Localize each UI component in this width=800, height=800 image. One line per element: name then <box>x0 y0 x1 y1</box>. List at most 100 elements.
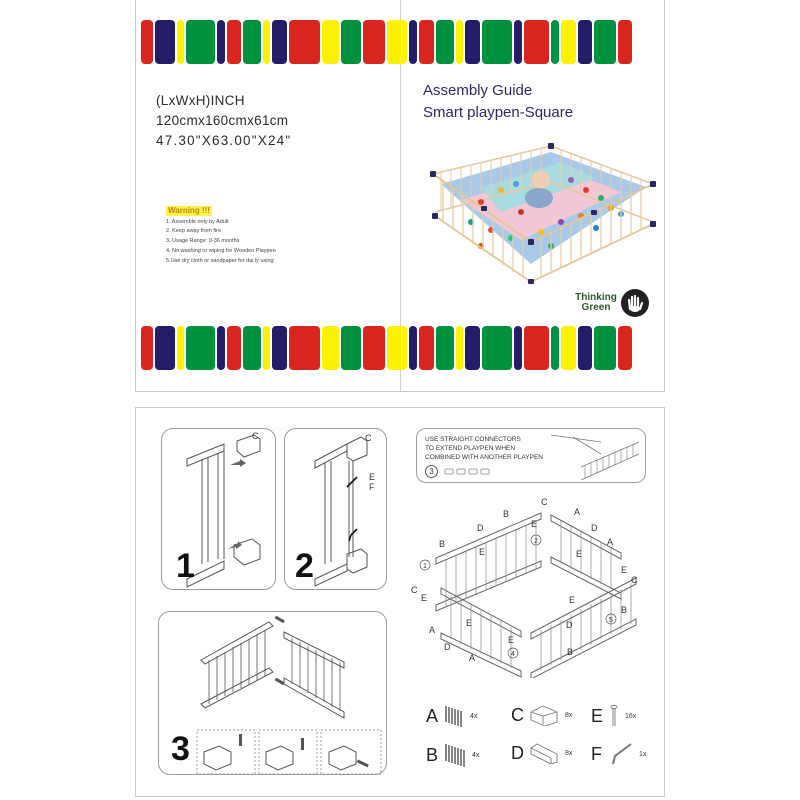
stripe-bar-navy <box>465 20 480 64</box>
corner-connector-icon <box>530 705 558 726</box>
straight-connector-note: USE STRAIGHT CONNECTORS TO EXTEND PLAYPE… <box>416 428 646 483</box>
part-qty: 4x <box>470 712 478 720</box>
svg-text:1: 1 <box>423 563 427 570</box>
stripe-bar-yellow <box>322 326 339 370</box>
stripe-bar-red <box>618 20 632 64</box>
stripe-bar-yellow <box>387 326 407 370</box>
part-qty: 16x <box>625 712 637 720</box>
part-c: C 8x <box>511 704 572 726</box>
warning-block: Warning !!! 1. Assemble only by Adult 2.… <box>166 206 276 266</box>
thinking-green-logo: Thinking Green <box>573 287 653 319</box>
stripe-bar-yellow <box>177 326 184 370</box>
svg-text:C: C <box>541 497 548 507</box>
svg-text:C: C <box>411 585 418 595</box>
step-1-panel: C 1 <box>161 428 276 590</box>
part-letter: A <box>426 705 439 726</box>
stripe-bar-red <box>227 20 241 64</box>
svg-text:E: E <box>576 549 582 559</box>
warning-item: 3. Usage Range: 0-36 months <box>166 238 240 245</box>
dimensions-block: (LxWxH)INCH 120cmx160cmx61cm 47.30"X63.0… <box>156 91 291 151</box>
svg-text:B: B <box>621 605 627 615</box>
svg-text:E: E <box>621 565 627 575</box>
extended-playpen-sketch <box>551 434 640 481</box>
stripe-bar-red <box>363 20 385 64</box>
svg-text:C: C <box>631 575 638 585</box>
logo-line1: Thinking <box>575 292 617 303</box>
logo-line2: Green <box>581 302 611 313</box>
svg-text:D: D <box>444 642 451 652</box>
stripe-bar-navy <box>409 326 417 370</box>
stripe-bar-yellow <box>322 20 339 64</box>
panel-a-icon <box>445 706 462 727</box>
svg-text:A: A <box>607 537 613 547</box>
guide-title: Assembly Guide Smart playpen-Square <box>423 80 573 124</box>
connector-count-badge: 3 <box>425 465 438 478</box>
part-qty: 1x <box>639 750 647 758</box>
svg-text:A: A <box>574 507 580 517</box>
hand-icon <box>621 289 649 317</box>
stripe-bar-red <box>524 326 549 370</box>
stripe-bar-yellow <box>387 20 407 64</box>
stripe-bar-green <box>482 20 512 64</box>
part-qty: 4x <box>472 751 480 759</box>
stripe-bar-green <box>243 326 261 370</box>
svg-text:E: E <box>421 593 427 603</box>
color-stripe-bottom <box>141 326 660 370</box>
stripe-bar-red <box>363 326 385 370</box>
stripe-bar-green <box>551 20 559 64</box>
svg-text:A: A <box>469 653 475 663</box>
logo-text: Thinking Green <box>573 293 619 313</box>
guide-title-line2: Smart playpen-Square <box>423 104 574 121</box>
note-text: USE STRAIGHT CONNECTORS TO EXTEND PLAYPE… <box>425 435 543 478</box>
stripe-bar-navy <box>578 20 592 64</box>
straight-connector-icon <box>530 743 558 764</box>
stripe-bar-red <box>419 326 434 370</box>
stripe-bar-navy <box>578 326 592 370</box>
svg-text:E: E <box>569 595 575 605</box>
part-qty: 8x <box>565 711 573 719</box>
stripe-bar-yellow <box>263 20 270 64</box>
stripe-bar-red <box>524 20 549 64</box>
stripe-bar-green <box>436 326 454 370</box>
step-3-diagram <box>196 615 382 775</box>
warning-title: Warning !!! <box>166 206 212 216</box>
step-number-3: 3 <box>171 730 190 768</box>
svg-text:E: E <box>508 635 514 645</box>
svg-text:E: E <box>466 618 472 628</box>
stripe-bar-navy <box>514 20 522 64</box>
step-number-1: 1 <box>176 547 195 585</box>
dimensions-label: (LxWxH)INCH <box>156 93 245 108</box>
stripe-bar-green <box>594 20 616 64</box>
stripe-bar-navy <box>217 20 225 64</box>
cover-sheet: (LxWxH)INCH 120cmx160cmx61cm 47.30"X63.0… <box>135 0 665 392</box>
allen-key-icon <box>612 743 632 765</box>
step-1-diagram <box>186 434 261 588</box>
stripe-bar-green <box>482 326 512 370</box>
stripe-bar-green <box>341 326 361 370</box>
note-line: TO EXTEND PLAYPEN WHEN <box>425 445 516 452</box>
part-letter: E <box>591 705 604 726</box>
fold-line <box>400 0 401 391</box>
stripe-bar-red <box>141 20 153 64</box>
svg-text:D: D <box>591 523 598 533</box>
stripe-bar-yellow <box>456 326 463 370</box>
stripe-bar-navy <box>514 326 522 370</box>
label-c: C <box>365 433 372 443</box>
svg-text:4: 4 <box>511 651 515 658</box>
svg-text:D: D <box>566 620 573 630</box>
stripe-bar-navy <box>465 326 480 370</box>
svg-text:A: A <box>429 625 435 635</box>
stripe-bar-navy <box>217 326 225 370</box>
warning-item: 4. No washing or wiping for Wooden Playp… <box>166 247 276 254</box>
guide-title-line1: Assembly Guide <box>423 82 533 99</box>
svg-text:5: 5 <box>609 617 613 624</box>
dimensions-imperial: 47.30"X63.00"X24" <box>156 133 292 148</box>
part-letter: D <box>511 742 524 763</box>
part-a: A 4x <box>426 704 477 728</box>
warning-item: 1. Assemble only by Adult <box>166 218 229 225</box>
svg-text:B: B <box>503 509 509 519</box>
dimensions-metric: 120cmx160cmx61cm <box>156 113 289 128</box>
note-line: COMBINED WITH ANOTHER PLAYPEN <box>425 454 543 461</box>
part-e: E 16x <box>591 704 636 728</box>
